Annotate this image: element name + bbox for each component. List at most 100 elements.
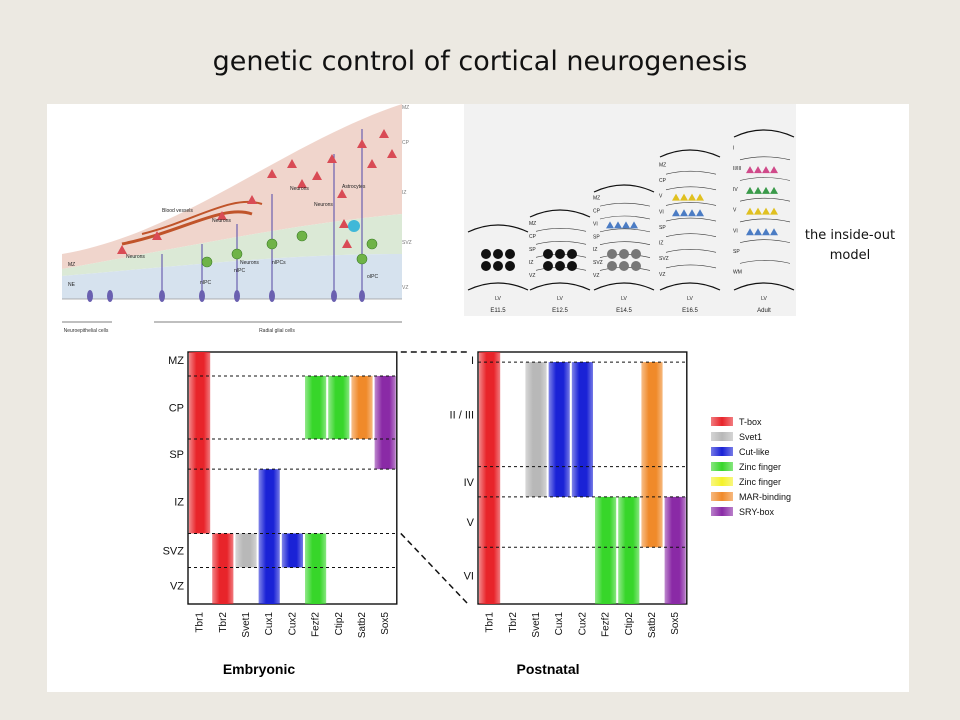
gene-label: Satb2 (357, 612, 368, 639)
neuron-cell (387, 149, 397, 158)
zone-label: CP (402, 140, 410, 146)
progenitor-cell (631, 249, 641, 259)
expression-bar-cux1 (548, 362, 570, 497)
stage-zone-label: SP (593, 234, 600, 240)
radial-glia-cell (87, 290, 93, 302)
pia-line (529, 209, 591, 218)
stage-zone-label: SVZ (659, 256, 669, 262)
stage-zone-label: SVZ (593, 260, 603, 266)
ventricle-label: LV (687, 296, 693, 302)
expression-bar-satb2 (641, 362, 663, 548)
expression-bar-ctip2 (618, 496, 640, 604)
radial-glia-cell (159, 290, 165, 302)
neuron-cell (247, 195, 257, 204)
postnatal-title: Postnatal (516, 661, 579, 677)
stage-zone-label: IZ (659, 241, 663, 247)
stage-zone-label: VZ (529, 273, 535, 279)
stage-zone-label: VI (593, 221, 598, 227)
expression-bar-sox5 (374, 375, 396, 470)
expression-bar-satb2 (351, 375, 373, 439)
zone-label: VZ (402, 285, 408, 291)
neuron-triangle (762, 228, 770, 236)
legend-swatch (711, 447, 733, 456)
expression-bar-fezf2 (595, 496, 617, 604)
neuron-triangle (746, 228, 754, 236)
cp-band (62, 104, 402, 269)
stage-zone-label: VZ (593, 273, 599, 279)
expression-bar-fezf2 (305, 375, 327, 439)
stage-zone-label: IV (733, 187, 738, 193)
row-label: IZ (174, 496, 184, 508)
gene-label: Tbr2 (508, 612, 519, 633)
progenitor-cell (543, 261, 553, 271)
gene-label: Fezf2 (311, 612, 322, 637)
row-label: SP (169, 449, 184, 461)
neuron-cell (152, 231, 162, 240)
neuron-triangle (680, 209, 688, 217)
expression-bar-tbr2 (212, 533, 234, 604)
progenitor-cell (505, 249, 515, 259)
stage-age-label: E14.5 (616, 308, 632, 314)
neuro-label: Blood vessels (162, 208, 193, 214)
neuron-triangle (622, 221, 630, 229)
stage-zone-label: CP (659, 178, 667, 184)
neuro-label: Neurons (126, 254, 145, 260)
progenitor-cell (607, 249, 617, 259)
gene-label: Cux1 (264, 612, 275, 636)
embryonic-title: Embryonic (223, 661, 296, 677)
neuron-cell (327, 154, 337, 163)
neuro-label: Neurons (290, 186, 309, 192)
slide-title: genetic control of cortical neurogenesis (212, 46, 748, 77)
neuron-triangle (762, 166, 770, 174)
ventricle-line (467, 282, 529, 291)
expression-bar-tbr1 (189, 352, 211, 534)
neuron-triangle (672, 193, 680, 201)
stage-zone-label: WM (733, 270, 742, 276)
ipc-cell (266, 238, 278, 250)
stage-zone-label: MZ (593, 196, 600, 202)
progenitor-cell (505, 261, 515, 271)
ipc-cell (356, 253, 368, 265)
neuron-cell (267, 169, 277, 178)
stage-zone-label: SP (659, 225, 666, 231)
neuron-cell (357, 139, 367, 148)
gene-label: Ctip2 (624, 612, 635, 636)
stage-zone-label: MZ (659, 162, 666, 168)
inside-out-diagram: LVE11.5MZCPSPIZVZLVE12.5MZCPVISPIZSVZVZL… (464, 104, 796, 316)
neuron-triangle (630, 221, 638, 229)
neuron-triangle (746, 186, 754, 194)
expression-bar-tbr1 (479, 352, 501, 604)
iz-band (62, 214, 402, 276)
legend-swatch (711, 507, 733, 516)
stage-zone-label: V (659, 194, 663, 200)
stage-age-label: E16.5 (682, 308, 698, 314)
legend-label: SRY-box (739, 507, 775, 517)
pia-line (733, 129, 795, 138)
neuron-triangle (754, 228, 762, 236)
row-label: VI (464, 571, 474, 583)
stage-age-label: E11.5 (490, 308, 506, 314)
ipc-cell (296, 230, 308, 242)
ventricle-line (733, 282, 795, 291)
neuro-label: oIPC (367, 274, 379, 280)
progenitor-cell (619, 249, 629, 259)
progenitor-cell (607, 261, 617, 271)
row-label: IV (464, 477, 475, 489)
neuron-triangle (688, 209, 696, 217)
vz-band (62, 254, 402, 299)
progenitor-cell (493, 249, 503, 259)
gene-label: Cux2 (577, 612, 588, 636)
neuron-triangle (746, 207, 754, 215)
stage-zone-label: V (733, 208, 737, 214)
stage-zone-label: IZ (593, 247, 597, 253)
neuron-cell (287, 159, 297, 168)
row-label: V (467, 517, 475, 529)
neuro-label: Astrocytes (342, 184, 366, 190)
progenitor-cell (555, 261, 565, 271)
radial-glia-cell (269, 290, 275, 302)
progenitor-cell (543, 249, 553, 259)
neuron-cell (339, 219, 349, 228)
ventricle-label: LV (557, 296, 563, 302)
stage-age-label: Adult (757, 308, 771, 314)
